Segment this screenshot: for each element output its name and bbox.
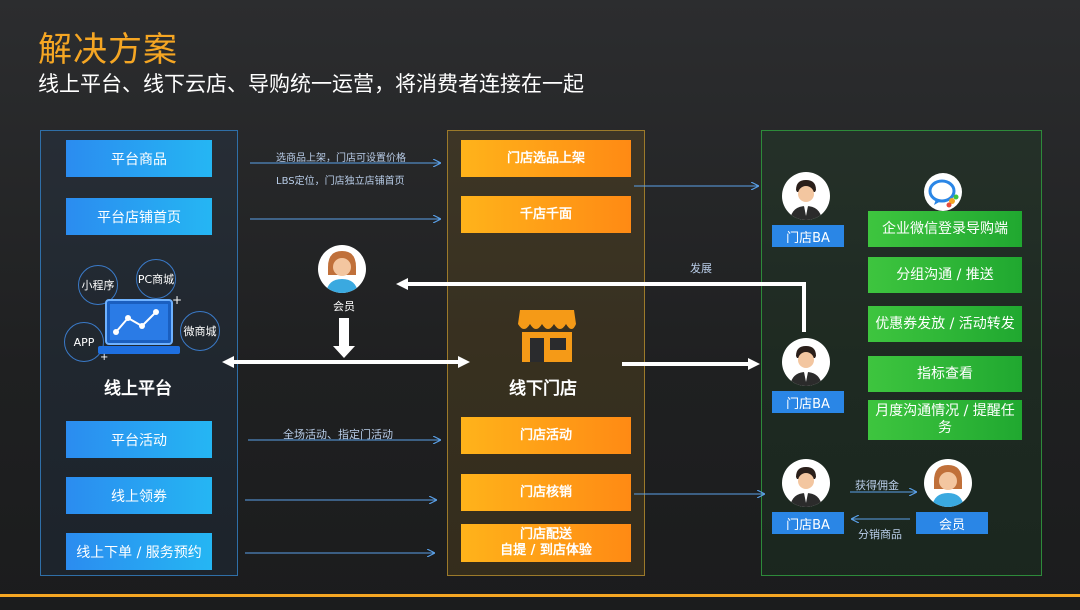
platform-store-home-button[interactable]: 平台店铺首页 bbox=[66, 198, 212, 235]
channel-pc-mall: PC商城 bbox=[136, 259, 176, 299]
store-delivery-button[interactable]: 门店配送 自提 / 到店体验 bbox=[461, 524, 631, 562]
metrics-button[interactable]: 指标查看 bbox=[868, 356, 1022, 392]
member-avatar bbox=[318, 245, 366, 293]
online-coupon-button[interactable]: 线上领券 bbox=[66, 477, 212, 514]
select-price-label: 选商品上架，门店可设置价格 bbox=[276, 153, 406, 164]
store-activity-button[interactable]: 门店活动 bbox=[461, 417, 631, 454]
platform-activity-button[interactable]: 平台活动 bbox=[66, 421, 212, 458]
lbs-label: LBS定位，门店独立店铺首页 bbox=[276, 176, 405, 187]
coupon-activity-button[interactable]: 优惠券发放 / 活动转发 bbox=[868, 306, 1022, 342]
wecom-login-button[interactable]: 企业微信登录导购端 bbox=[868, 211, 1022, 247]
ba-avatar-1 bbox=[782, 172, 830, 220]
page-title: 解决方案 bbox=[38, 30, 178, 70]
member-label-top: 会员 bbox=[333, 300, 355, 313]
page-subtitle: 线上平台、线下云店、导购统一运营，将消费者连接在一起 bbox=[38, 72, 584, 96]
monthly-reminder-button[interactable]: 月度沟通情况 / 提醒任务 bbox=[868, 400, 1022, 440]
ba-avatar-3 bbox=[782, 459, 830, 507]
svg-text:+: + bbox=[172, 296, 182, 307]
develop-label: 发展 bbox=[690, 262, 712, 275]
group-push-button[interactable]: 分组沟通 / 推送 bbox=[868, 257, 1022, 293]
svg-text:+: + bbox=[100, 352, 108, 362]
channel-wechat-mall: 微商城 bbox=[180, 311, 220, 351]
distribute-label: 分销商品 bbox=[858, 528, 902, 541]
ba-avatar-2 bbox=[782, 338, 830, 386]
store-icon bbox=[518, 310, 576, 362]
member-label-right: 会员 bbox=[916, 512, 988, 534]
online-order-button[interactable]: 线上下单 / 服务预约 bbox=[66, 533, 212, 570]
platform-goods-button[interactable]: 平台商品 bbox=[66, 140, 212, 177]
online-platform-label: 线上平台 bbox=[104, 379, 172, 399]
channel-miniprogram: 小程序 bbox=[78, 265, 118, 305]
member-avatar-right bbox=[924, 459, 972, 507]
activities-label: 全场活动、指定门活动 bbox=[283, 428, 393, 441]
bottom-accent-bar bbox=[0, 594, 1080, 597]
ba-label-3: 门店BA bbox=[772, 512, 844, 534]
wecom-icon bbox=[924, 173, 962, 211]
store-select-goods-button[interactable]: 门店选品上架 bbox=[461, 140, 631, 177]
commission-label: 获得佣金 bbox=[855, 479, 899, 492]
thousand-stores-button[interactable]: 千店千面 bbox=[461, 196, 631, 233]
store-delivery-line2: 自提 / 到店体验 bbox=[500, 543, 592, 558]
store-delivery-line1: 门店配送 bbox=[519, 527, 572, 542]
ba-label-1: 门店BA bbox=[772, 225, 844, 247]
laptop-icon: + + bbox=[98, 296, 182, 362]
ba-label-2: 门店BA bbox=[772, 391, 844, 413]
channel-app: APP bbox=[64, 322, 104, 362]
offline-store-label: 线下门店 bbox=[509, 379, 577, 399]
store-verify-button[interactable]: 门店核销 bbox=[461, 474, 631, 511]
